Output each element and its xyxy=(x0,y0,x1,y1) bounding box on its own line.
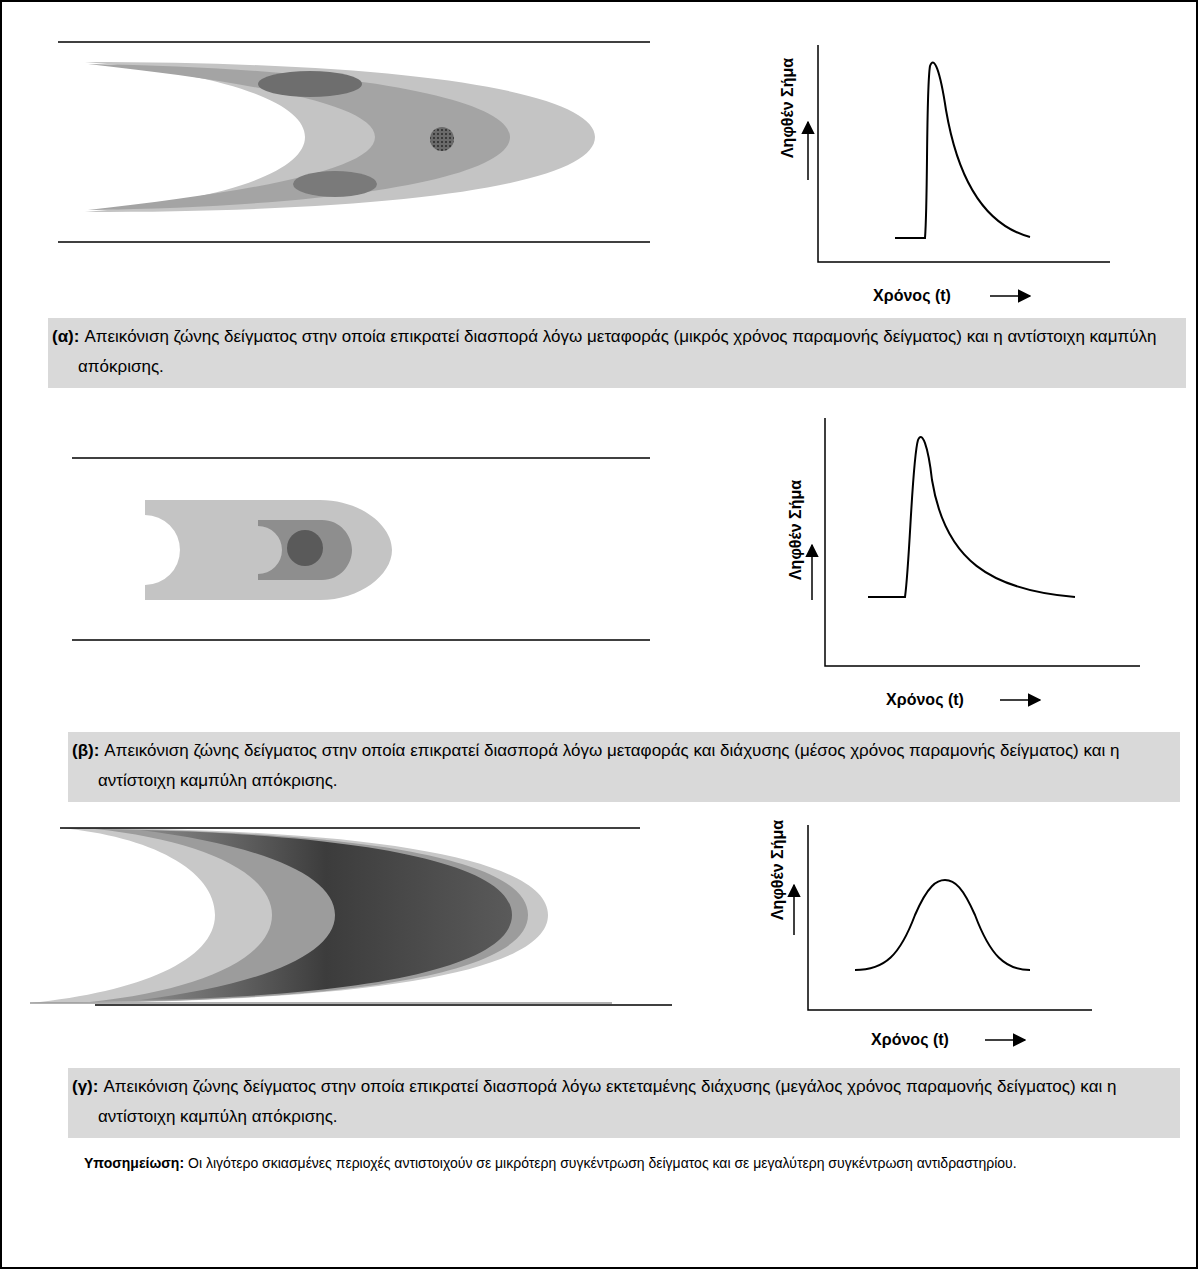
footnote-text: Οι λιγότερο σκιασμένες περιοχές αντιστοι… xyxy=(188,1155,1017,1171)
x-axis-label: Χρόνος (t) xyxy=(873,287,951,305)
x-axis-label: Χρόνος (t) xyxy=(871,1031,949,1049)
caption-band: (β):Απεικόνιση ζώνης δείγματος στην οποί… xyxy=(68,732,1180,802)
footnote: Υποσημείωση:Οι λιγότερο σκιασμένες περιο… xyxy=(80,1152,1180,1174)
caption-text: Απεικόνιση ζώνης δείγματος στην οποία επ… xyxy=(98,1077,1116,1126)
tube-c xyxy=(30,828,672,1005)
caption-heading: (β): xyxy=(72,741,99,760)
tube-a xyxy=(58,42,650,242)
caption-band: (α):Απεικόνιση ζώνης δείγματος στην οποί… xyxy=(48,318,1186,388)
y-axis-label: Ληφθέν Σήμα xyxy=(779,58,797,158)
x-axis-label: Χρόνος (t) xyxy=(886,691,964,709)
tube-b xyxy=(72,458,650,640)
response-curve-c xyxy=(794,825,1092,1040)
caption-heading: (γ): xyxy=(72,1077,98,1096)
caption-band: (γ):Απεικόνιση ζώνης δείγματος στην οποί… xyxy=(68,1068,1180,1138)
y-axis-label: Ληφθέν Σήμα xyxy=(769,820,787,920)
response-curve-b xyxy=(812,418,1140,700)
caption-heading: (α): xyxy=(52,327,79,346)
response-curve-a xyxy=(808,45,1110,296)
footnote-heading: Υποσημείωση: xyxy=(84,1155,184,1171)
caption-text: Απεικόνιση ζώνης δείγματος στην οποία επ… xyxy=(98,741,1120,790)
caption-text: Απεικόνιση ζώνης δείγματος στην οποία επ… xyxy=(78,327,1156,376)
y-axis-label: Ληφθέν Σήμα xyxy=(787,480,805,580)
